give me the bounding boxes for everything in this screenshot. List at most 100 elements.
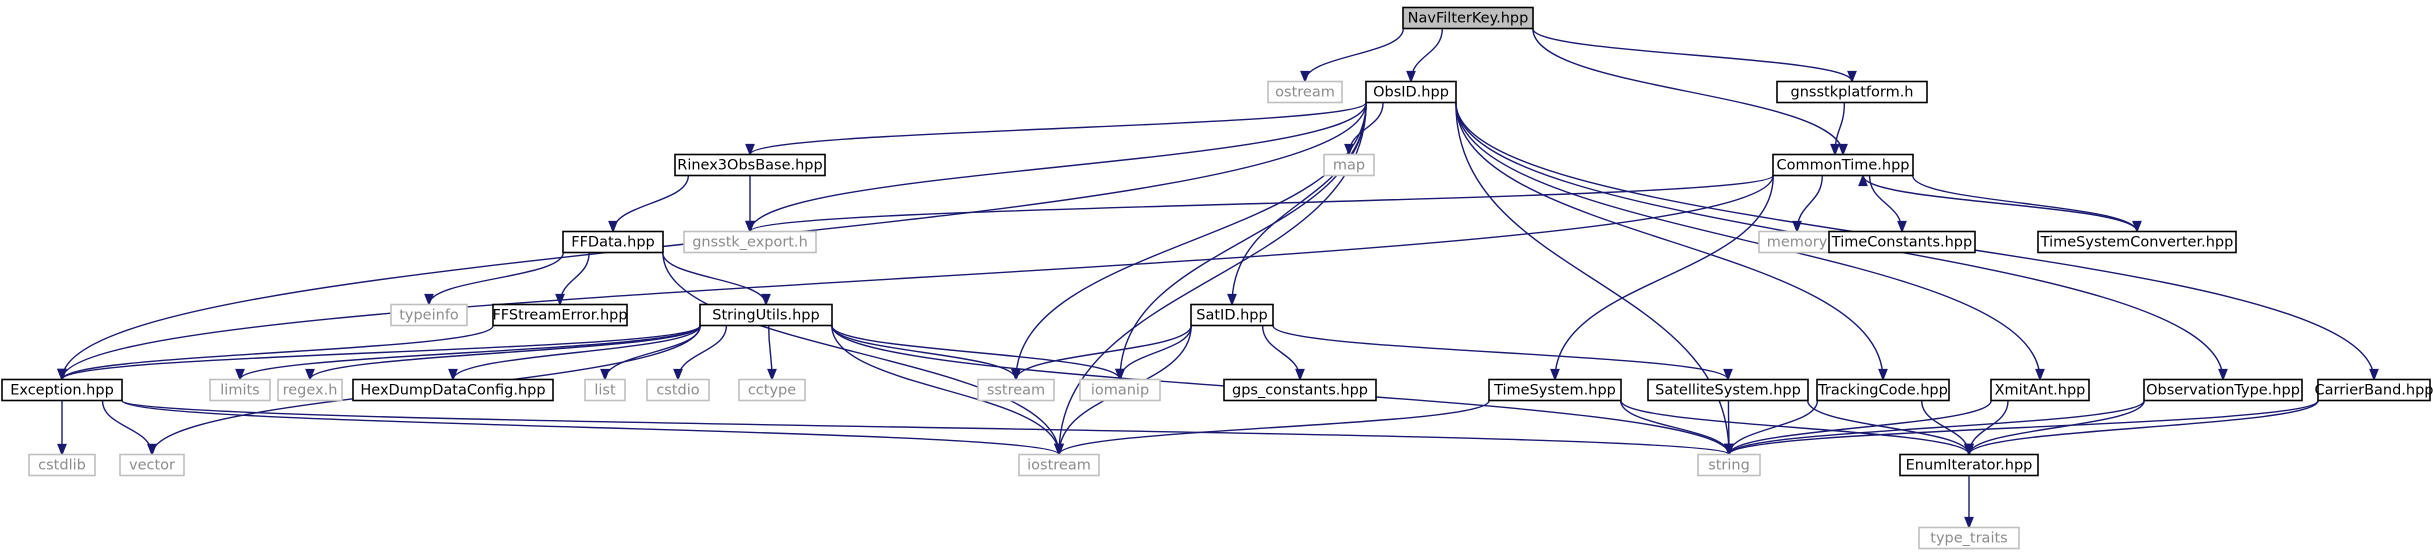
node-label: Rinex3ObsBase.hpp bbox=[677, 158, 822, 174]
edge-arrowhead bbox=[1964, 516, 1974, 530]
edge-arrowhead bbox=[1724, 443, 1734, 457]
edge-line bbox=[612, 175, 690, 232]
node-label: TimeSystemConverter.hpp bbox=[2040, 235, 2234, 251]
node-stringutils[interactable]: StringUtils.hpp bbox=[699, 303, 833, 327]
edge-arrowhead bbox=[1011, 368, 1021, 382]
node-box bbox=[977, 378, 1055, 402]
node-label: gnsstkplatform.h bbox=[1791, 85, 1914, 101]
node-gnsstkplatform[interactable]: gnsstkplatform.h bbox=[1776, 80, 1928, 104]
edge-obsid-to-rinex3obsbase bbox=[745, 101, 1367, 157]
node-satid[interactable]: SatID.hpp bbox=[1190, 303, 1274, 327]
edge-arrowhead bbox=[57, 368, 67, 382]
edge-line bbox=[831, 325, 1121, 380]
node-carrierband[interactable]: CarrierBand.hpp bbox=[2314, 378, 2433, 402]
edge-line bbox=[1868, 175, 1903, 232]
edge-line bbox=[61, 175, 1774, 380]
node-navfilterkey[interactable]: NavFilterKey.hpp bbox=[1402, 6, 1534, 30]
edge-line bbox=[1410, 28, 1444, 82]
node-box bbox=[492, 303, 628, 327]
edge-commontime-to-timesystemconverter bbox=[1912, 175, 2142, 234]
edge-enumiterator-to-typetraits bbox=[1964, 475, 1974, 530]
edge-commontime-to-exception bbox=[57, 175, 1774, 382]
edge-arrowhead bbox=[2035, 368, 2045, 382]
node-box bbox=[209, 378, 271, 402]
node-label: TimeConstants.hpp bbox=[1831, 235, 1972, 251]
edge-arrowhead bbox=[745, 143, 755, 157]
node-xmitant[interactable]: XmitAnt.hpp bbox=[1990, 378, 2090, 402]
node-box bbox=[562, 230, 664, 254]
node-memory: memory bbox=[1758, 230, 1836, 254]
node-label: ObsID.hpp bbox=[1373, 85, 1449, 101]
node-label: FFData.hpp bbox=[571, 235, 655, 251]
node-iostream: iostream bbox=[1018, 453, 1100, 477]
node-timesystemconverter[interactable]: TimeSystemConverter.hpp bbox=[2037, 230, 2237, 254]
edge-arrowhead bbox=[1406, 70, 1416, 84]
node-iomanip: iomanip bbox=[1079, 378, 1161, 402]
edge-commontime-to-gnsstkexport bbox=[745, 174, 1774, 234]
node-enumiterator[interactable]: EnumIterator.hpp bbox=[1899, 453, 2039, 477]
node-box bbox=[390, 303, 468, 327]
edge-observationtype-to-enumiterator bbox=[1964, 400, 2146, 457]
edge-line bbox=[1304, 28, 1405, 82]
node-satellitesystem[interactable]: SatelliteSystem.hpp bbox=[1647, 378, 1809, 402]
edge-commontime-to-timesystem bbox=[1550, 175, 1774, 382]
edge-line bbox=[1620, 400, 1970, 455]
node-obsid[interactable]: ObsID.hpp bbox=[1365, 80, 1457, 104]
edge-obsid-to-trackingcode bbox=[1455, 102, 1888, 382]
node-box bbox=[1, 378, 123, 402]
edge-stringutils-to-cstdio bbox=[673, 325, 728, 382]
node-box bbox=[352, 378, 554, 402]
node-label: EnumIterator.hpp bbox=[1906, 458, 2033, 474]
edge-gnsstkplatform-to-stdint bbox=[1830, 102, 1846, 157]
node-box bbox=[1402, 6, 1534, 30]
node-box bbox=[1828, 230, 1976, 254]
node-trackingcode[interactable]: TrackingCode.hpp bbox=[1816, 378, 1950, 402]
node-cctype: cctype bbox=[738, 378, 806, 402]
node-hexdump[interactable]: HexDumpDataConfig.hpp bbox=[352, 378, 554, 402]
edge-line bbox=[662, 252, 1060, 455]
edge-satid-to-iomanip bbox=[1115, 325, 1193, 382]
node-box bbox=[1488, 378, 1622, 402]
edge-timesystemconverter-to-commontime bbox=[1858, 173, 2138, 232]
edge-line bbox=[1015, 102, 1367, 380]
node-timesystem[interactable]: TimeSystem.hpp bbox=[1488, 378, 1622, 402]
edge-arrowhead bbox=[1550, 368, 1560, 382]
edge-arrowhead bbox=[1878, 368, 1888, 382]
edge-line bbox=[1058, 400, 1490, 455]
edge-stringutils-to-hexdump bbox=[448, 325, 701, 382]
edge-ffdata-to-stringutils bbox=[661, 252, 771, 307]
edge-arrowhead bbox=[235, 368, 245, 382]
edge-stringutils-to-limits bbox=[235, 325, 701, 382]
edge-carrierband-to-string bbox=[1724, 399, 2319, 457]
node-gpsconstants[interactable]: gps_constants.hpp bbox=[1223, 378, 1377, 402]
edge-arrowhead bbox=[1723, 368, 1733, 382]
edge-line bbox=[1912, 175, 2138, 232]
node-box bbox=[1899, 453, 2039, 477]
node-ffstreamerror[interactable]: FFStreamError.hpp bbox=[492, 303, 628, 327]
node-observationtype[interactable]: ObservationType.hpp bbox=[2143, 378, 2303, 402]
edge-line bbox=[1455, 102, 1884, 380]
node-label: FFStreamError.hpp bbox=[492, 308, 627, 324]
node-box bbox=[2317, 378, 2431, 402]
node-label: Exception.hpp bbox=[10, 383, 114, 399]
node-label: TimeSystem.hpp bbox=[1493, 383, 1616, 399]
node-label: sstream bbox=[987, 383, 1045, 399]
edge-line bbox=[1455, 102, 2041, 380]
edge-arrowhead bbox=[2132, 220, 2142, 234]
node-rinex3obsbase[interactable]: Rinex3ObsBase.hpp bbox=[674, 153, 826, 177]
edge-exception-to-string bbox=[121, 399, 1734, 457]
edge-arrowhead bbox=[1115, 368, 1125, 382]
node-commontime[interactable]: CommonTime.hpp bbox=[1772, 153, 1914, 177]
edge-line bbox=[1728, 400, 2145, 455]
node-timeconstants[interactable]: TimeConstants.hpp bbox=[1828, 230, 1976, 254]
edge-arrowhead bbox=[608, 220, 618, 234]
node-box bbox=[584, 378, 626, 402]
edge-line bbox=[559, 252, 590, 305]
node-limits: limits bbox=[209, 378, 271, 402]
node-ffdata[interactable]: FFData.hpp bbox=[562, 230, 664, 254]
node-exception[interactable]: Exception.hpp bbox=[1, 378, 123, 402]
node-box bbox=[674, 153, 826, 177]
node-sstream: sstream bbox=[977, 378, 1055, 402]
node-label: cstdio bbox=[656, 383, 699, 399]
